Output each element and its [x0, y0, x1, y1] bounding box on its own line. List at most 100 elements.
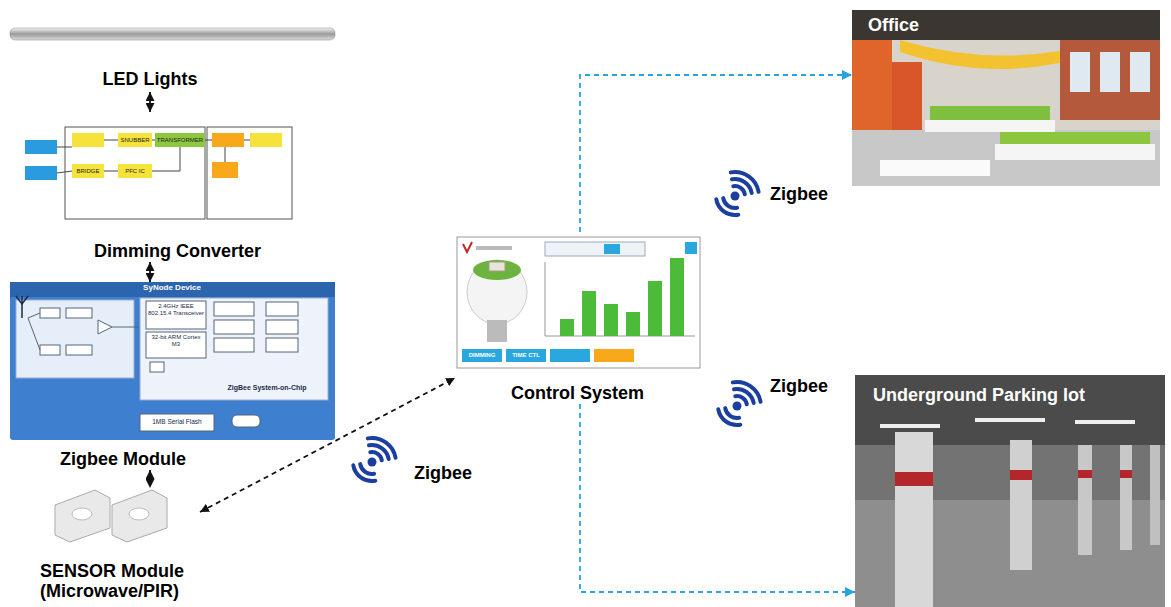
rf-part [66, 345, 92, 355]
part-label: BRIDGE [72, 168, 104, 175]
chart-bar [670, 258, 684, 336]
wire [57, 147, 72, 148]
snubber-block [118, 133, 152, 147]
connector-arrow [580, 75, 852, 232]
part-label: 2.4GHz IEEE 802.15.4 Transceiver [147, 303, 205, 316]
node-title: Underground Parking lot [873, 385, 1085, 406]
wire [104, 140, 118, 141]
wire [152, 171, 180, 172]
board [10, 282, 335, 440]
bridge-block [72, 164, 104, 178]
rf-part [66, 308, 92, 318]
site-photo: Underground Parking lot [855, 375, 1165, 607]
stage-frame [207, 127, 292, 219]
node-title: Control System [511, 383, 644, 404]
wireless-icon [353, 438, 395, 481]
flash-chip [140, 414, 214, 431]
part-label: PFC IC [118, 168, 152, 175]
node-title: Dimming Converter [94, 241, 261, 262]
connector-arrow [149, 470, 151, 488]
crystal [232, 415, 260, 427]
edge-label: Zigbee [412, 463, 474, 484]
pillar [1010, 440, 1032, 570]
wireless-icon [718, 382, 760, 425]
wire [104, 171, 118, 172]
chart-bar [560, 319, 574, 336]
rf-part [40, 308, 60, 318]
node-title: Office [868, 15, 919, 36]
dimming-converter-schematic [25, 127, 292, 219]
part-label: TRANSFORMER [155, 137, 205, 144]
logo-bar [476, 246, 512, 250]
brick-wall [1060, 40, 1160, 120]
rf-wire [112, 327, 140, 328]
floor [852, 130, 1160, 186]
transformer-block [155, 133, 205, 147]
chip [146, 332, 206, 358]
pillar [895, 432, 933, 607]
wire [205, 140, 212, 141]
rf-part [40, 345, 60, 355]
part-label: DIMMING [462, 352, 502, 359]
soc-region [140, 298, 328, 400]
node-title: SENSOR Module (Microwave/PIR) [40, 561, 200, 602]
logo-mark [463, 242, 472, 252]
antenna [16, 296, 28, 304]
pillar [1150, 445, 1160, 545]
screen-button [550, 349, 590, 362]
filter-block [250, 133, 282, 147]
photo-ground [852, 10, 1160, 186]
led-tube [10, 28, 335, 40]
control-block: Control System [455, 232, 700, 404]
connector-arrow [200, 378, 455, 512]
partition [930, 106, 1050, 120]
orange-wall [892, 62, 922, 130]
screen-button [594, 349, 634, 362]
pillar [1120, 445, 1132, 550]
connector-arrow [149, 262, 151, 282]
sensor-body [55, 490, 110, 542]
wireless-icon [716, 172, 758, 215]
part-label: TIME CTL [506, 352, 546, 359]
menu-button [685, 242, 697, 254]
window [1070, 52, 1090, 92]
antenna [21, 296, 23, 318]
sensor-block: SENSOR Module (Microwave/PIR) [30, 488, 200, 604]
ceiling-light [880, 424, 940, 428]
sensor-modules [55, 490, 167, 542]
board-header [10, 282, 335, 297]
wire [180, 147, 181, 171]
part-label: SNUBBER [118, 137, 152, 144]
chart-bar [648, 281, 662, 336]
part-label: 32-bit ARM Cortex M3 [147, 334, 205, 347]
chart-bar [582, 291, 596, 336]
node-title: Zigbee Module [60, 449, 186, 470]
chip [214, 338, 254, 352]
wire [152, 140, 155, 141]
wire [244, 140, 250, 141]
partition [1000, 132, 1150, 144]
chip [146, 301, 206, 329]
wire [57, 171, 72, 173]
part-label: 1MB Serial Flash [141, 418, 213, 425]
stage-frame [65, 127, 205, 219]
rf-region [16, 300, 134, 378]
window [1100, 52, 1120, 92]
device-label: LED Lights [80, 66, 220, 92]
pillar-band [1010, 470, 1032, 480]
screen [457, 237, 700, 368]
pillar-band [1120, 470, 1132, 478]
edge-label: Zigbee [768, 184, 830, 205]
filter-block [25, 166, 57, 180]
pfc-block [118, 164, 152, 178]
chip [214, 302, 254, 316]
output-block [212, 133, 244, 147]
screen-button [462, 349, 502, 362]
desk [880, 160, 990, 176]
screen-button [506, 349, 546, 362]
rf-wire [28, 318, 40, 350]
amplifier [98, 320, 112, 334]
bulb-base [487, 320, 507, 342]
site-photo: Office [852, 10, 1160, 186]
